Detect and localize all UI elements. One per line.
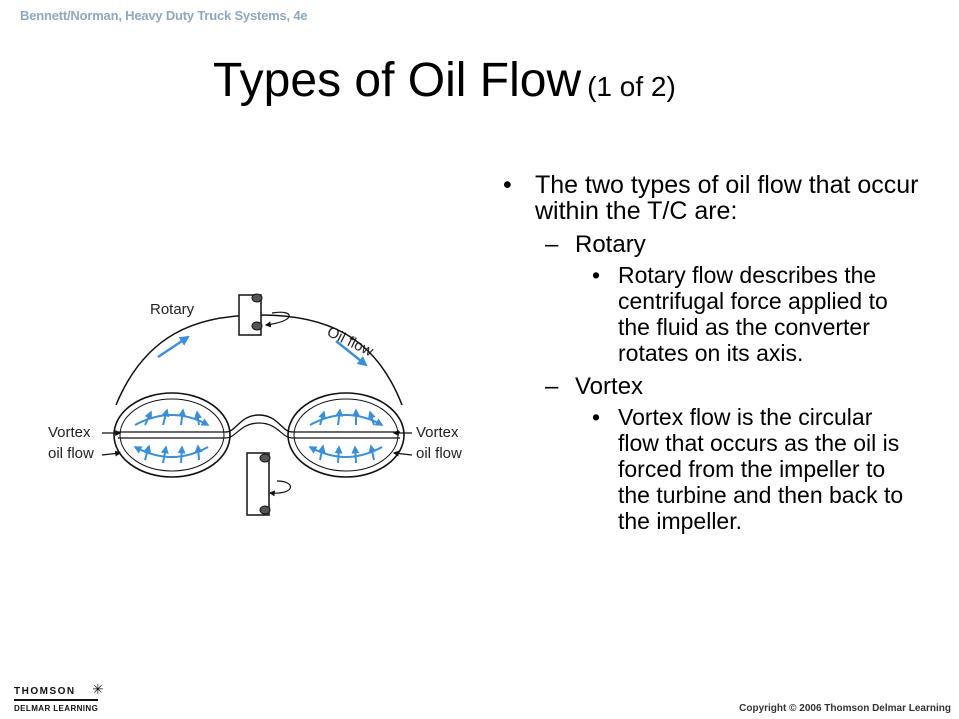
vortex-description: Vortex flow is the circular flow that oc… bbox=[618, 404, 904, 534]
publisher-logo-rule bbox=[14, 699, 98, 701]
publisher-logo-top: THOMSON bbox=[14, 686, 76, 697]
bullet-marker: • bbox=[592, 404, 601, 430]
oil-flow-label: Oil flow bbox=[324, 323, 376, 360]
rotary-description: Rotary flow describes the centrifugal fo… bbox=[618, 262, 888, 366]
bullet-marker: • bbox=[503, 171, 512, 199]
vortex-right-label-line1: Vortex bbox=[416, 424, 459, 441]
left-vortex-torus bbox=[113, 392, 231, 478]
bullet-intro-text: The two types of oil flow that occur wit… bbox=[535, 171, 919, 225]
bullet-intro: • The two types of oil flow that occur w… bbox=[497, 172, 927, 224]
vortex-left-label-line2: oil flow bbox=[48, 445, 94, 462]
sub-bullet-rotary: – Rotary bbox=[497, 232, 927, 258]
sub-bullet-vortex: – Vortex bbox=[497, 374, 927, 400]
publisher-logo-bottom: DELMAR LEARNING bbox=[14, 704, 99, 713]
bullet-list: • The two types of oil flow that occur w… bbox=[497, 172, 927, 534]
right-vortex-torus bbox=[287, 392, 405, 478]
rotary-arrow-right bbox=[335, 340, 368, 367]
bullet-marker: • bbox=[592, 262, 601, 288]
sub-sub-bullet-vortex: • Vortex flow is the circular flow that … bbox=[497, 404, 927, 534]
slide-title-main: Types of Oil Flow bbox=[213, 54, 582, 107]
upper-shaft bbox=[238, 293, 290, 336]
dash-marker: – bbox=[545, 231, 559, 258]
oil-flow-diagram: Rotary Oil flow Vortex oil flow Vortex o… bbox=[48, 293, 462, 516]
lower-shaft bbox=[246, 452, 291, 516]
sub-bullet-vortex-text: Vortex bbox=[575, 373, 644, 400]
slide-title: Types of Oil Flow(1 of 2) bbox=[213, 53, 676, 108]
rotary-label: Rotary bbox=[150, 301, 195, 318]
sub-bullet-rotary-text: Rotary bbox=[575, 231, 646, 258]
copyright-notice: Copyright © 2006 Thomson Delmar Learning bbox=[739, 703, 951, 714]
book-title-header: Bennett/Norman, Heavy Duty Truck Systems… bbox=[20, 8, 308, 23]
center-hub bbox=[225, 414, 293, 433]
publisher-logo-icon: ✳ bbox=[92, 681, 104, 697]
slide-title-sub: (1 of 2) bbox=[587, 71, 676, 102]
sub-sub-bullet-rotary: • Rotary flow describes the centrifugal … bbox=[497, 262, 927, 366]
rotary-arrow-left bbox=[157, 335, 190, 359]
vortex-right-label-line2: oil flow bbox=[416, 445, 462, 462]
vortex-left-label-line1: Vortex bbox=[48, 424, 91, 441]
dash-marker: – bbox=[545, 373, 559, 400]
